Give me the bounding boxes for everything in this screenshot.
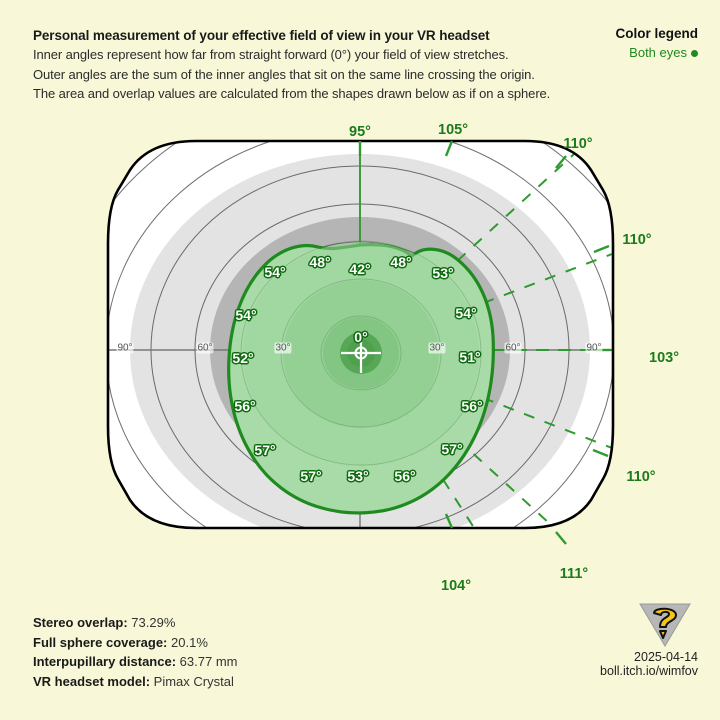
inner-angle-label: 54° <box>455 305 477 321</box>
site-url: boll.itch.io/wimfov <box>600 664 698 678</box>
brand-block: 2025-04-14 boll.itch.io/wimfov <box>538 600 698 678</box>
grid-ring-label: 60° <box>196 342 214 354</box>
legend-color-dot <box>691 49 698 57</box>
color-legend-title: Color legend <box>615 26 698 41</box>
outer-angle-label: 111° <box>559 566 589 582</box>
header-line-2: Outer angles are the sum of the inner an… <box>33 66 535 82</box>
origin-crosshair <box>341 333 381 373</box>
fov-region-both-eyes <box>227 242 495 515</box>
stat-stereo-overlap-label: Stereo overlap: <box>33 615 128 630</box>
render-date: 2025-04-14 <box>634 650 698 664</box>
header-line-1: Inner angles represent how far from stra… <box>33 47 509 62</box>
header: Personal measurement of your effective f… <box>33 26 593 104</box>
stat-headset-model-label: VR headset model: <box>33 673 151 689</box>
grid-ring-label: 30° <box>428 342 446 354</box>
inner-angle-label: 48° <box>309 254 331 270</box>
stat-ipd-value: 63.77 mm <box>179 654 238 669</box>
inner-angle-label: 53° <box>432 265 454 281</box>
inner-angle-label: 54° <box>264 264 286 280</box>
grid-ring-label: 60° <box>504 342 522 354</box>
outer-angle-label: 110° <box>626 469 656 485</box>
inner-angle-label: 54° <box>235 307 257 323</box>
grid-ring-label: 30° <box>274 342 292 354</box>
inner-angle-label: 53° <box>347 468 369 484</box>
plot-interior <box>108 141 613 528</box>
stat-headset-model: VR headset model: Pimax Crystal <box>33 672 237 692</box>
legend-entry-label: Both eyes <box>629 45 687 60</box>
stat-ipd-label: Interpupillary distance: <box>33 654 177 669</box>
inner-angle-label: 57° <box>300 468 322 484</box>
legend-entry-both-eyes: Both eyes <box>615 45 698 60</box>
wimfov-logo-icon <box>639 603 691 647</box>
inner-angle-label: 57° <box>441 441 463 457</box>
grid-ring-label: 90° <box>116 342 134 354</box>
stat-stereo-overlap-value: 73.29% <box>131 615 176 630</box>
inner-angle-label: 56° <box>461 398 483 414</box>
inner-angle-label: 57° <box>254 442 276 458</box>
outer-angle-label: 110° <box>622 232 652 248</box>
outer-angle-label: 95° <box>349 124 371 140</box>
outer-angle-label: 104° <box>441 578 471 594</box>
inner-angle-label: 56° <box>234 398 256 414</box>
stat-headset-model-value: Pimax Crystal <box>153 673 234 689</box>
inner-angle-label: 56° <box>394 468 416 484</box>
origin-angle-label: 0° <box>354 329 368 345</box>
grid-ring-label: 90° <box>585 342 603 354</box>
frame-ticks <box>358 140 611 545</box>
outer-angle-label: 110° <box>563 136 593 152</box>
color-legend: Color legend Both eyes <box>615 26 698 60</box>
outer-angle-label: 103° <box>649 350 679 366</box>
plot-frame <box>106 139 615 530</box>
header-line-3: The area and overlap values are calculat… <box>33 86 551 101</box>
fov-plot <box>0 104 720 594</box>
stat-full-sphere-coverage: Full sphere coverage: 20.1% <box>33 633 237 653</box>
stat-full-sphere-coverage-value: 20.1% <box>171 634 208 650</box>
page-title: Personal measurement of your effective f… <box>33 28 490 43</box>
summary-stats: Stereo overlap: 73.29% Full sphere cover… <box>33 613 237 691</box>
inner-angle-label: 51° <box>459 349 481 365</box>
stat-stereo-overlap: Stereo overlap: 73.29% <box>33 613 237 633</box>
inner-angle-label: 52° <box>232 350 254 366</box>
inner-angle-label: 48° <box>390 254 412 270</box>
stat-full-sphere-coverage-label: Full sphere coverage: <box>33 634 168 650</box>
stat-ipd: Interpupillary distance: 63.77 mm <box>33 652 237 672</box>
inner-angle-label: 42° <box>349 261 371 277</box>
outer-angle-label: 105° <box>438 122 468 138</box>
